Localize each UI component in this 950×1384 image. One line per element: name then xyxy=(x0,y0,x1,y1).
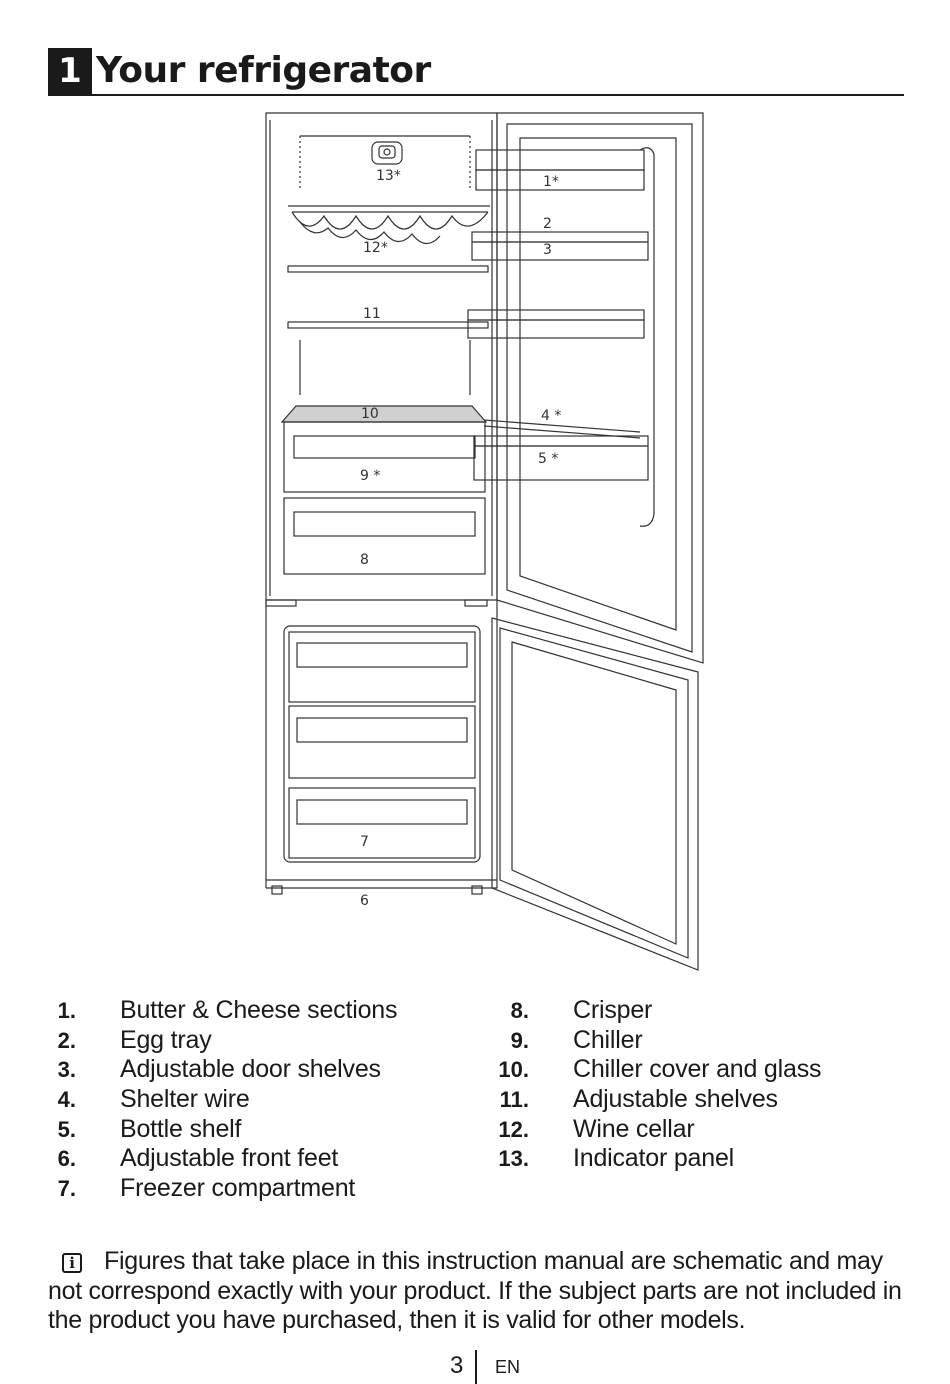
part-number: 8. xyxy=(510,998,529,1023)
callout-3: 3 xyxy=(543,242,552,258)
part-number: 1. xyxy=(57,998,76,1023)
list-item: 5. Bottle shelf xyxy=(48,1115,397,1145)
compartment-divider-drawing xyxy=(265,599,488,607)
indicator-panel-drawing xyxy=(371,141,403,165)
part-name: Wine cellar xyxy=(573,1114,695,1143)
callout-8: 8 xyxy=(360,552,369,568)
freezer-drawers-drawing xyxy=(283,625,481,863)
callout-5: 5 * xyxy=(538,451,558,467)
list-item: 4. Shelter wire xyxy=(48,1085,397,1115)
cabinet-outline xyxy=(265,112,498,889)
part-number: 7. xyxy=(57,1176,76,1202)
list-item: 11. Adjustable shelves xyxy=(495,1085,821,1115)
wine-cellar-drawing xyxy=(288,205,490,245)
note-text: Figures that take place in this instruct… xyxy=(48,1247,902,1334)
part-name: Adjustable front feet xyxy=(120,1144,339,1173)
part-number: 13. xyxy=(498,1146,529,1172)
part-name: Egg tray xyxy=(120,1025,212,1054)
part-number: 11. xyxy=(499,1087,529,1113)
callout-9: 9 * xyxy=(360,468,380,484)
section-number: 1 xyxy=(48,48,92,94)
part-number: 5. xyxy=(57,1116,76,1142)
info-icon: i xyxy=(62,1253,82,1273)
part-number: 2. xyxy=(57,1027,76,1053)
list-item: 9. Chiller xyxy=(495,1026,821,1056)
part-name: Crisper xyxy=(573,996,653,1024)
list-item: 7. Freezer compartment xyxy=(48,1174,397,1204)
part-number: 10. xyxy=(498,1057,529,1083)
list-item: 3. Adjustable door shelves xyxy=(48,1055,397,1085)
part-name: Bottle shelf xyxy=(120,1114,242,1143)
list-item: 13. Indicator panel xyxy=(495,1144,821,1174)
part-name: Butter & Cheese sections xyxy=(120,996,398,1024)
callout-11: 11 xyxy=(363,306,381,322)
front-feet-drawing xyxy=(266,879,497,895)
list-item: 8. Crisper xyxy=(495,996,821,1026)
list-item: 12. Wine cellar xyxy=(495,1115,821,1145)
page-footer: 3 EN xyxy=(0,1350,950,1384)
part-name: Indicator panel xyxy=(573,1144,735,1173)
part-name: Chiller cover and glass xyxy=(573,1055,822,1084)
callout-13: 13* xyxy=(376,168,401,184)
part-number: 9. xyxy=(510,1027,529,1053)
callout-7: 7 xyxy=(360,834,369,850)
page-number: 3 xyxy=(450,1352,464,1379)
part-number: 3. xyxy=(57,1057,76,1083)
list-item: 1. Butter & Cheese sections xyxy=(48,996,398,1026)
footer-divider xyxy=(475,1350,477,1384)
part-name: Shelter wire xyxy=(120,1085,250,1114)
parts-list-left: 1. Butter & Cheese sections 2. Egg tray 3.… xyxy=(48,996,398,1204)
chiller-cover-drawing xyxy=(280,405,488,423)
list-item: 2. Egg tray xyxy=(48,1026,397,1056)
page-title: Your refrigerator xyxy=(96,50,431,91)
part-number: 12. xyxy=(498,1116,529,1142)
part-number: 4. xyxy=(57,1087,76,1113)
part-name: Adjustable door shelves xyxy=(120,1055,381,1084)
part-number: 6. xyxy=(57,1146,76,1172)
list-item: 10. Chiller cover and glass xyxy=(495,1055,821,1085)
part-name: Adjustable shelves xyxy=(573,1085,778,1114)
callout-6: 6 xyxy=(360,893,369,909)
callout-1: 1* xyxy=(543,174,559,190)
lower-door-drawing xyxy=(491,617,699,971)
parts-list-right: 8. Crisper 9. Chiller 10. Chiller cover and… xyxy=(495,996,821,1174)
list-item: 6. Adjustable front feet xyxy=(48,1144,397,1174)
section-header: 1 Your refrigerator xyxy=(48,46,904,96)
part-name: Freezer compartment xyxy=(120,1174,356,1203)
part-name: Chiller xyxy=(573,1025,643,1054)
upper-door-drawing xyxy=(467,112,704,664)
shelves-drawing xyxy=(287,265,489,329)
callout-12: 12* xyxy=(363,240,388,256)
drawers-drawing xyxy=(283,421,486,575)
callout-10: 10 xyxy=(361,406,379,422)
callout-4: 4 * xyxy=(541,408,561,424)
callout-2: 2 xyxy=(543,216,552,232)
language-code: EN xyxy=(495,1357,521,1377)
